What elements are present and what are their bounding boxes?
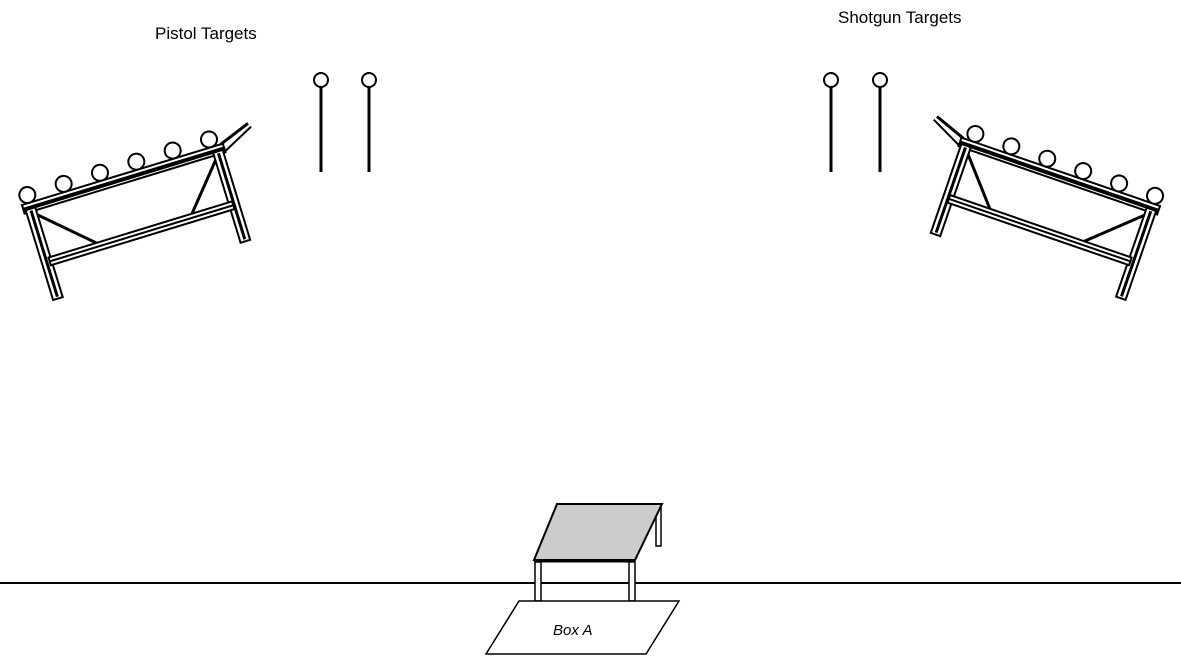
pistol-popper-1 [313,72,329,172]
pistol-popper-2 [361,72,377,172]
box-a-label: Box A [553,622,593,639]
shotgun-plate-rack [896,110,1168,303]
pistol-targets-label: Pistol Targets [155,24,257,43]
box-a-outline [484,600,681,655]
shotgun-popper-1 [823,72,839,172]
pistol-plate-rack [15,116,285,303]
shotgun-popper-2 [872,72,888,172]
table [532,503,664,602]
shotgun-targets-label: Shotgun Targets [838,8,962,27]
